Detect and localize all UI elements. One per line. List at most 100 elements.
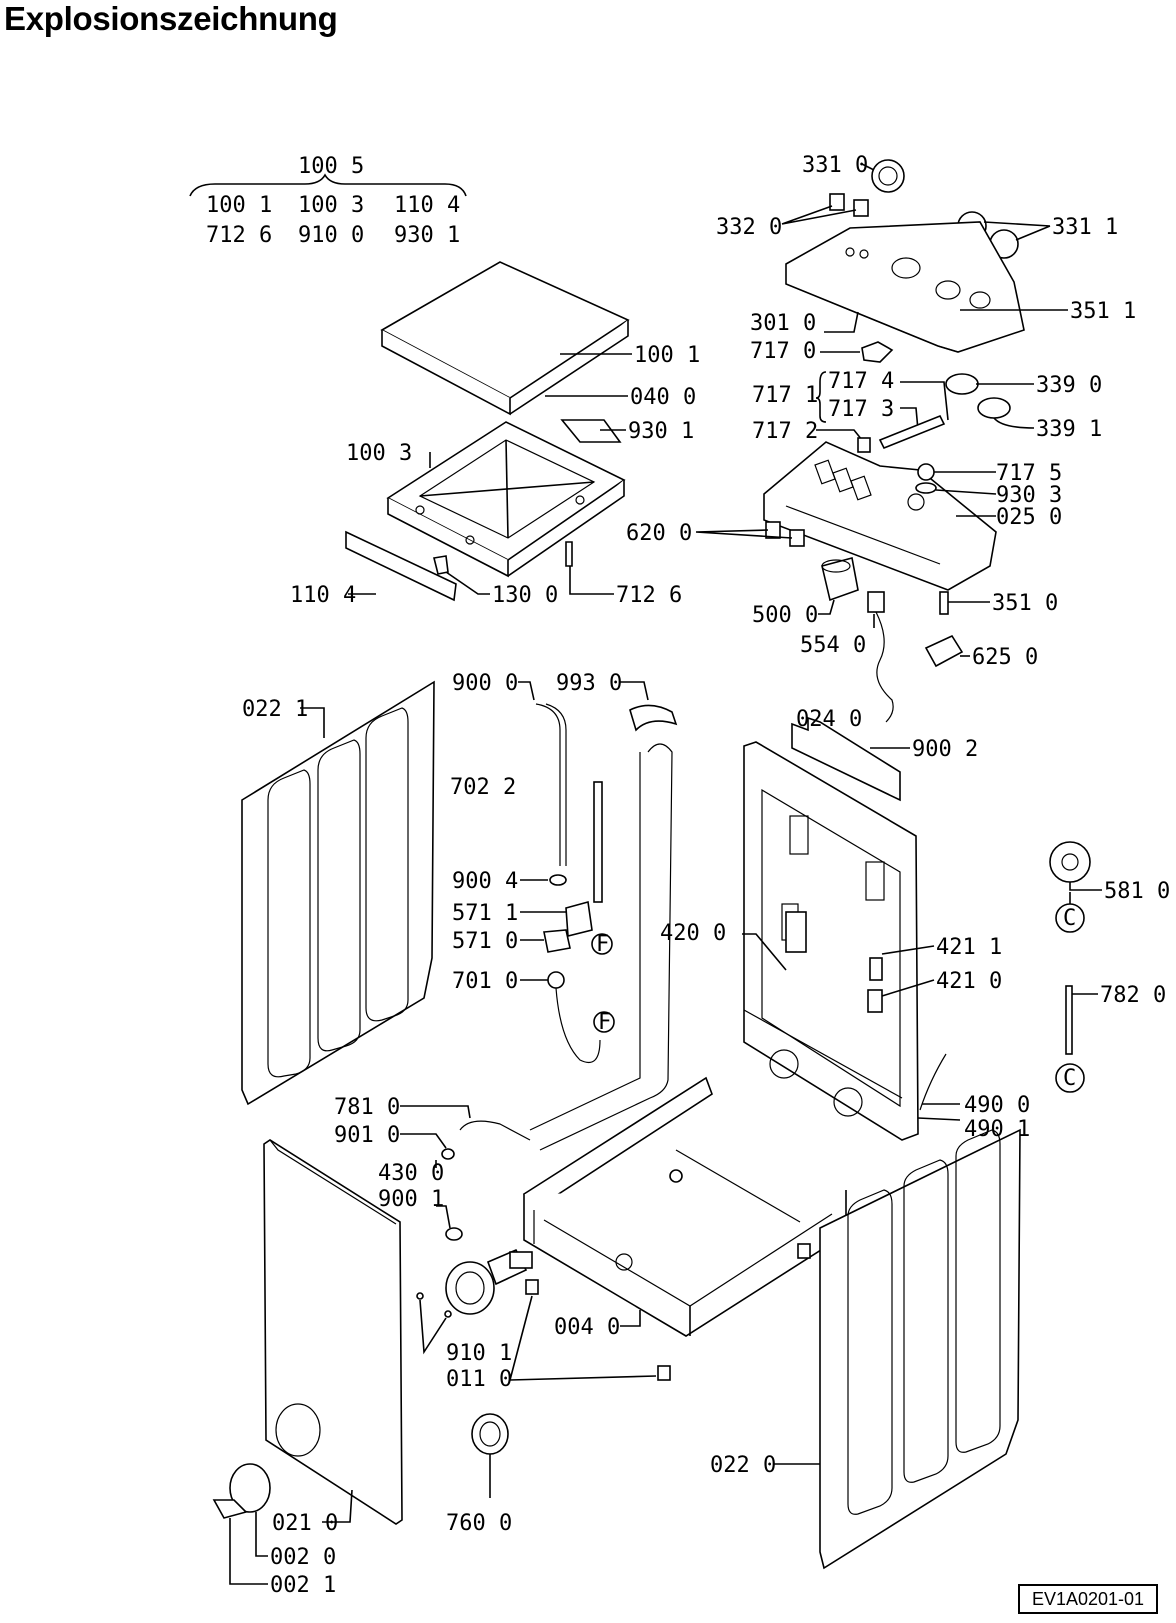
top-frame xyxy=(386,421,626,578)
drain-pump xyxy=(445,1248,533,1315)
part-label: 993 0 xyxy=(556,671,622,696)
part-label: 781 0 xyxy=(334,1095,400,1120)
part-label: 571 1 xyxy=(452,901,518,926)
part-label: 701 0 xyxy=(452,969,518,994)
kit-item-label: 910 0 xyxy=(298,223,364,248)
part-label: 782 0 xyxy=(1100,983,1166,1008)
part-label: 420 0 xyxy=(660,921,726,946)
part-label: 500 0 xyxy=(752,603,818,628)
part-label: 760 0 xyxy=(446,1511,512,1536)
kit-item-label: 110 4 xyxy=(394,193,460,218)
part-label: 339 0 xyxy=(1036,373,1102,398)
part-label: 430 0 xyxy=(378,1161,444,1186)
connector-f xyxy=(593,1011,615,1033)
part-label: 901 0 xyxy=(334,1123,400,1148)
part-label: 332 0 xyxy=(716,215,782,240)
part-label: 571 0 xyxy=(452,929,518,954)
part-label: 910 1 xyxy=(446,1341,512,1366)
door-handle xyxy=(345,530,457,602)
drawing-reference-box: EV1A0201-01 xyxy=(1018,1584,1158,1614)
part-label: 024 0 xyxy=(796,707,862,732)
hose xyxy=(535,703,561,866)
part-label: 331 1 xyxy=(1052,215,1118,240)
part-label: 351 0 xyxy=(992,591,1058,616)
kit-main-label: 100 5 xyxy=(298,154,364,179)
connector-c xyxy=(1055,1063,1085,1093)
part-label: 301 0 xyxy=(750,311,816,336)
disc xyxy=(977,397,1011,419)
part-label: 130 0 xyxy=(492,583,558,608)
knob xyxy=(871,159,905,193)
page-title: Explosionszeichnung xyxy=(4,0,338,37)
part-label: 625 0 xyxy=(972,645,1038,670)
part-label: 331 0 xyxy=(802,153,868,178)
part-label: 004 0 xyxy=(554,1315,620,1340)
base-frame xyxy=(522,1076,847,1337)
right-side-panel xyxy=(819,1128,1021,1570)
part-label: 421 1 xyxy=(936,935,1002,960)
capacitor xyxy=(821,557,859,602)
top-lid xyxy=(380,261,632,416)
part-label: 581 0 xyxy=(1104,879,1170,904)
connector-f xyxy=(591,933,613,955)
part-label: 900 2 xyxy=(912,737,978,762)
kit-item-label: 712 6 xyxy=(206,223,272,248)
top-bracket xyxy=(791,716,901,802)
part-label: 421 0 xyxy=(936,969,1002,994)
service-hatch xyxy=(229,1463,271,1513)
connector-letter: C xyxy=(1063,1066,1076,1091)
left-side-panel xyxy=(241,680,435,1106)
rod xyxy=(593,781,603,903)
drain-hose xyxy=(539,743,673,1151)
part-label: 717 4 xyxy=(828,369,894,394)
part-label: 930 3 xyxy=(996,483,1062,508)
switch-rod xyxy=(878,414,946,450)
connector-letter: C xyxy=(1063,906,1076,931)
connector-letter: F xyxy=(598,1010,611,1035)
part-label: 351 1 xyxy=(1070,299,1136,324)
part-label: 717 0 xyxy=(750,339,816,364)
part-label: 021 0 xyxy=(272,1511,338,1536)
kit-group: 100 5 100 1 100 3 110 4 712 6 910 0 930 … xyxy=(189,154,467,248)
drain-filter xyxy=(471,1413,509,1455)
kit-item-label: 100 1 xyxy=(206,193,272,218)
kit-brace xyxy=(189,173,467,197)
part-label: 620 0 xyxy=(626,521,692,546)
part-label: 011 0 xyxy=(446,1367,512,1392)
part-label: 900 4 xyxy=(452,869,518,894)
part-label: 022 0 xyxy=(710,1453,776,1478)
part-label: 717 1 xyxy=(752,383,818,408)
part-label: 025 0 xyxy=(996,505,1062,530)
part-label: 002 1 xyxy=(270,1573,336,1598)
connector-letter: F xyxy=(596,932,609,957)
disc xyxy=(945,373,979,395)
part-label: 702 2 xyxy=(450,775,516,800)
rod xyxy=(1065,985,1073,1055)
part-label: 002 0 xyxy=(270,1545,336,1570)
part-label: 930 1 xyxy=(628,419,694,444)
pulley xyxy=(1049,841,1091,883)
kit-item-label: 930 1 xyxy=(394,223,460,248)
part-label: 717 3 xyxy=(828,397,894,422)
part-label: 100 1 xyxy=(634,343,700,368)
part-label: 712 6 xyxy=(616,583,682,608)
kit-item-label: 100 3 xyxy=(298,193,364,218)
pressure-switch xyxy=(565,900,593,938)
programmer-module xyxy=(763,441,997,591)
part-label: 490 0 xyxy=(964,1093,1030,1118)
control-panel xyxy=(785,221,1025,353)
part-label: 100 3 xyxy=(346,441,412,466)
hose-clip xyxy=(629,704,678,732)
part-label: 040 0 xyxy=(630,385,696,410)
part-label: 339 1 xyxy=(1036,417,1102,442)
part-label: 110 4 xyxy=(290,583,356,608)
rear-panel xyxy=(743,741,919,1141)
part-label: 554 0 xyxy=(800,633,866,658)
front-panel xyxy=(263,1139,403,1525)
part-label: 717 5 xyxy=(996,461,1062,486)
part-label: 717 2 xyxy=(752,419,818,444)
part-label: 022 1 xyxy=(242,697,308,722)
part-label: 900 1 xyxy=(378,1187,444,1212)
part-label: 900 0 xyxy=(452,671,518,696)
